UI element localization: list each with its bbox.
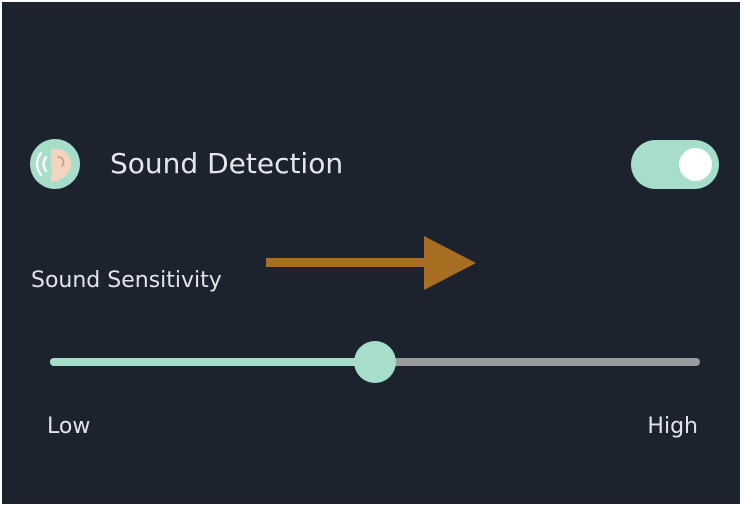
sound-sensitivity-label: Sound Sensitivity	[31, 268, 222, 293]
ear-icon	[30, 139, 80, 189]
arrow-right-icon	[266, 236, 476, 290]
toggle-knob	[679, 148, 712, 181]
sound-settings-panel: Sound Detection Sound Sensitivity Low Hi…	[2, 2, 740, 504]
slider-fill	[50, 358, 375, 366]
sound-detection-label: Sound Detection	[110, 147, 344, 180]
sound-detection-toggle[interactable]	[631, 140, 719, 189]
bottom-margin	[0, 504, 744, 520]
slider-min-label: Low	[47, 414, 91, 439]
sound-sensitivity-slider[interactable]	[50, 340, 700, 384]
slider-thumb[interactable]	[354, 341, 396, 383]
slider-max-label: High	[647, 414, 698, 439]
